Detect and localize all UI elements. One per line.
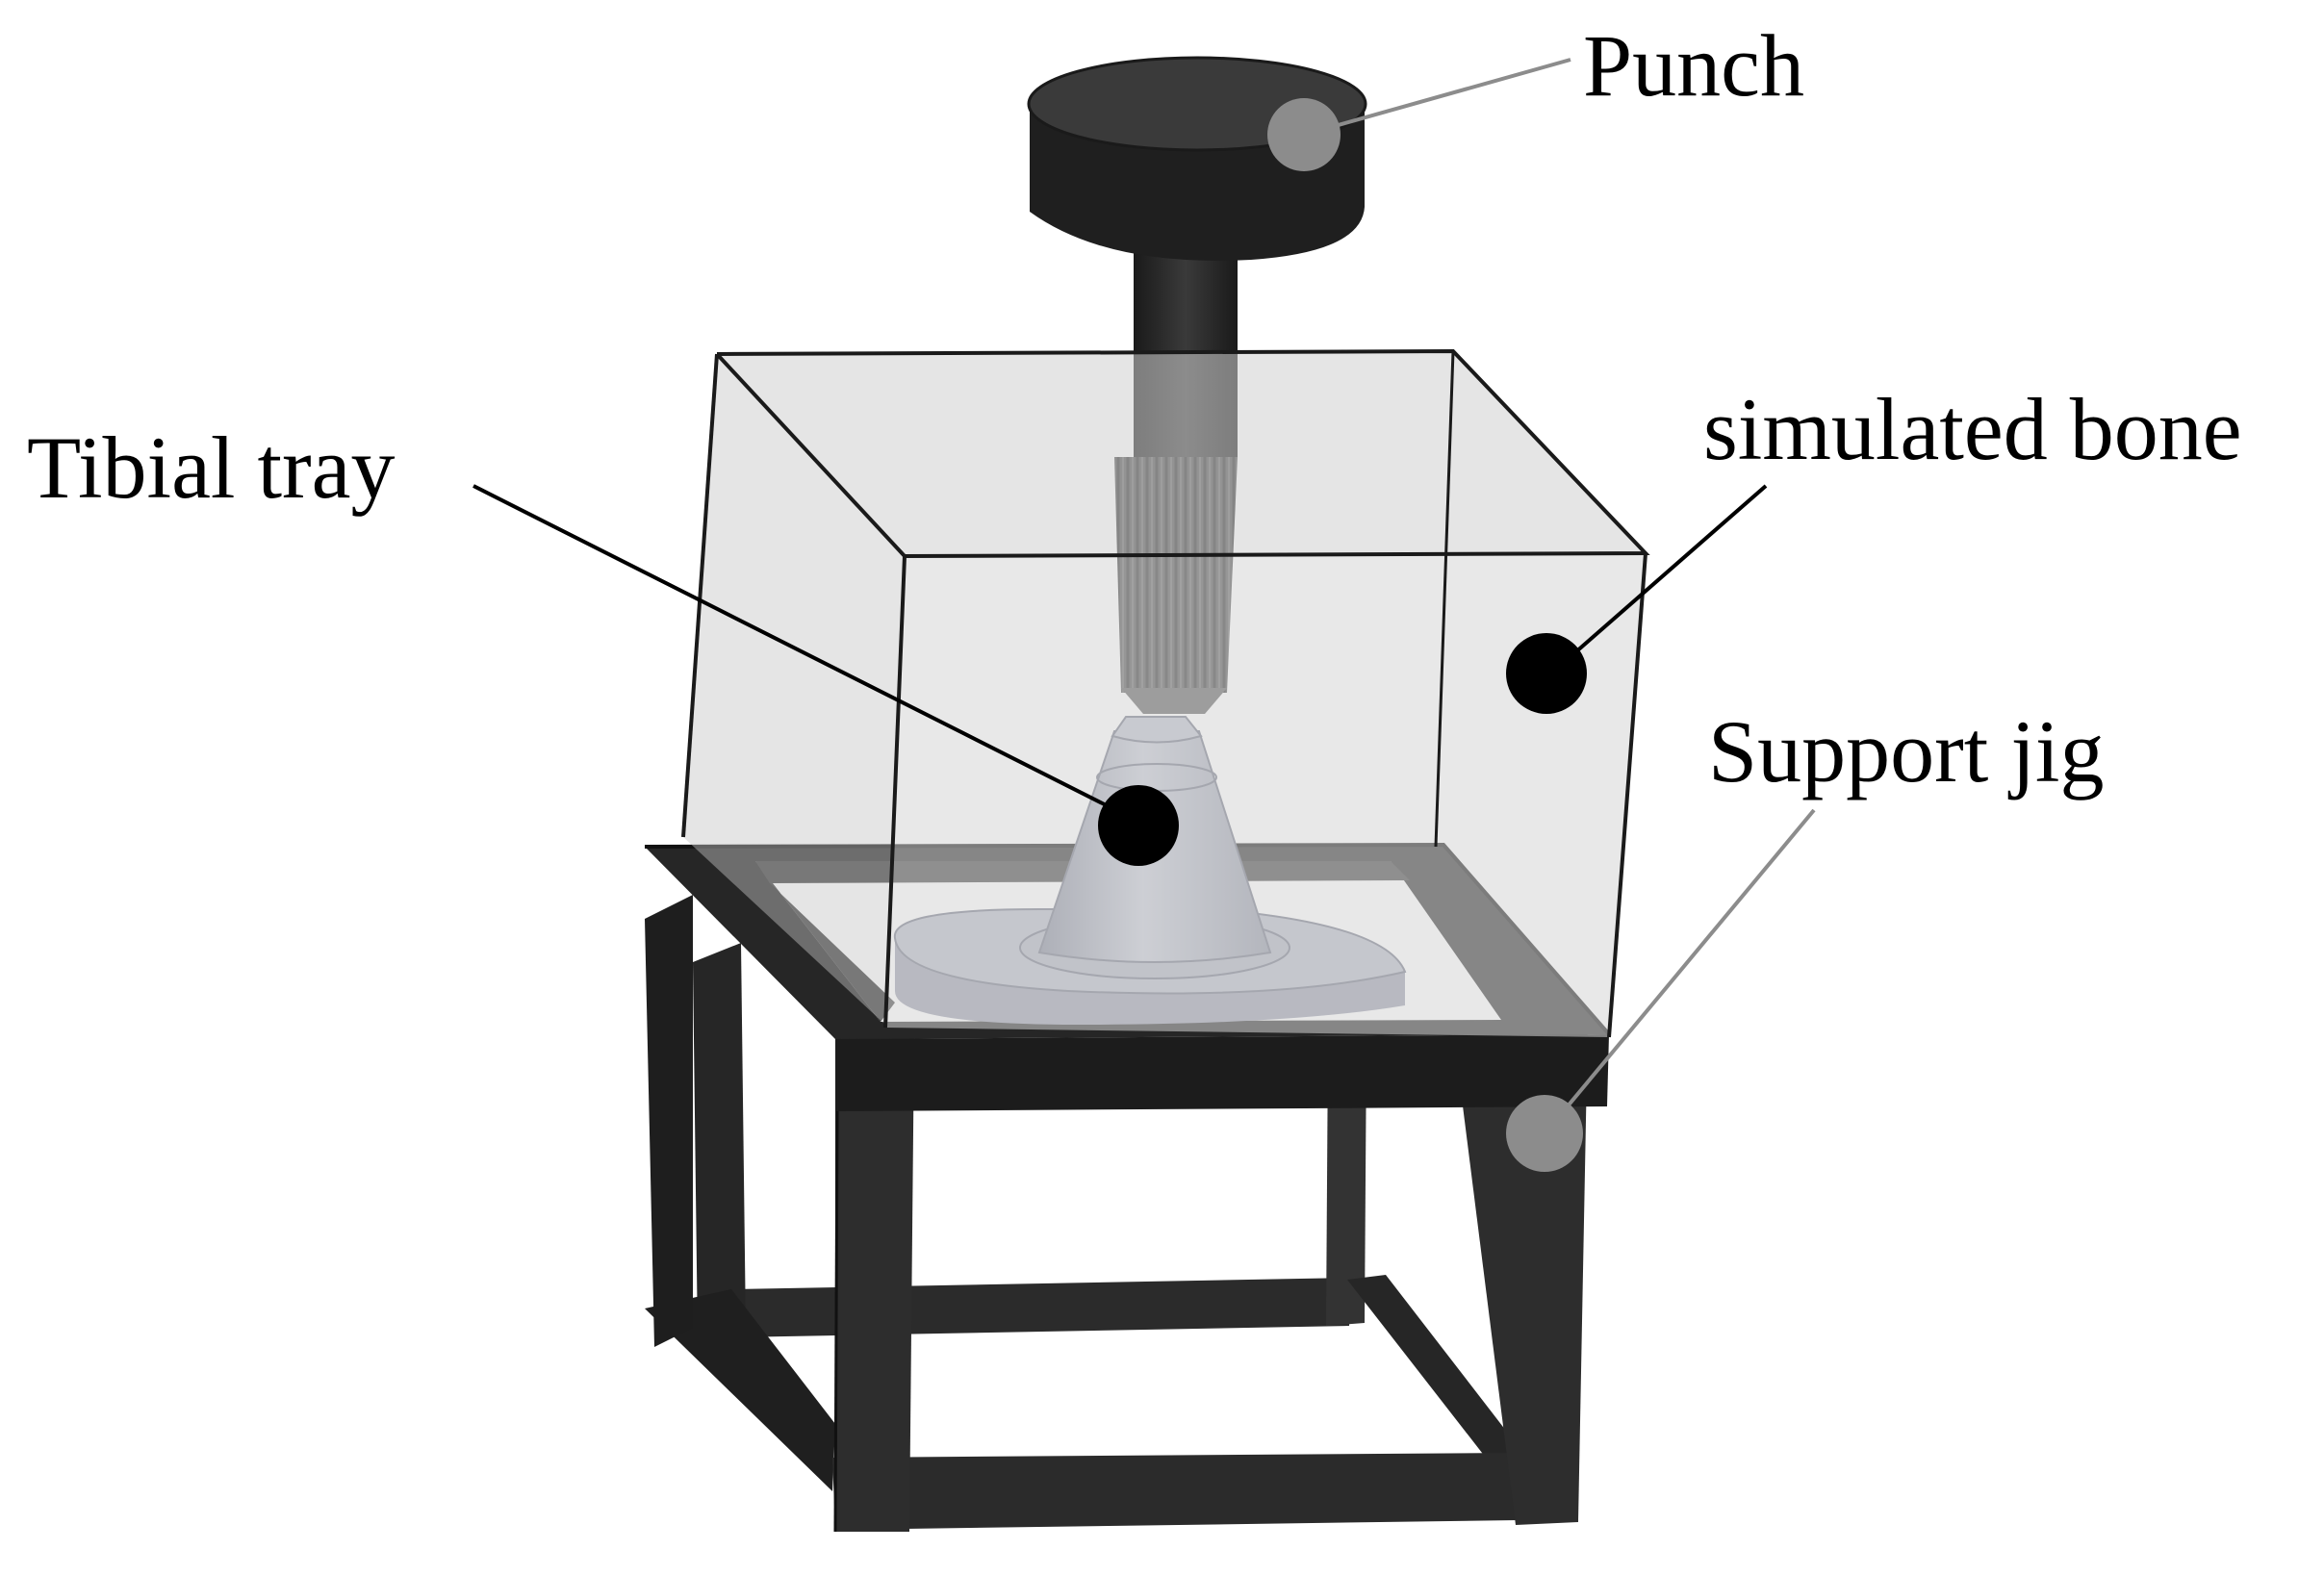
punch-marker — [1267, 98, 1341, 171]
tibial-tray-label: Tibial tray — [27, 419, 396, 517]
tibial-tray-marker — [1098, 785, 1179, 866]
punch-label: Punch — [1583, 16, 1804, 114]
punch-leader-line — [1303, 58, 1571, 137]
simulated-bone-marker — [1506, 633, 1587, 714]
support-jig-leader-line — [1545, 808, 1816, 1132]
simulated-bone — [681, 348, 1650, 1038]
tibial-tray-leader-line — [472, 484, 1161, 834]
support-jig-label: Support jig — [1708, 702, 2105, 800]
simulated-bone-label: simulated bone — [1703, 380, 2242, 478]
simulated-bone-leader-line — [1549, 484, 1768, 675]
support-jig-marker — [1506, 1095, 1583, 1172]
